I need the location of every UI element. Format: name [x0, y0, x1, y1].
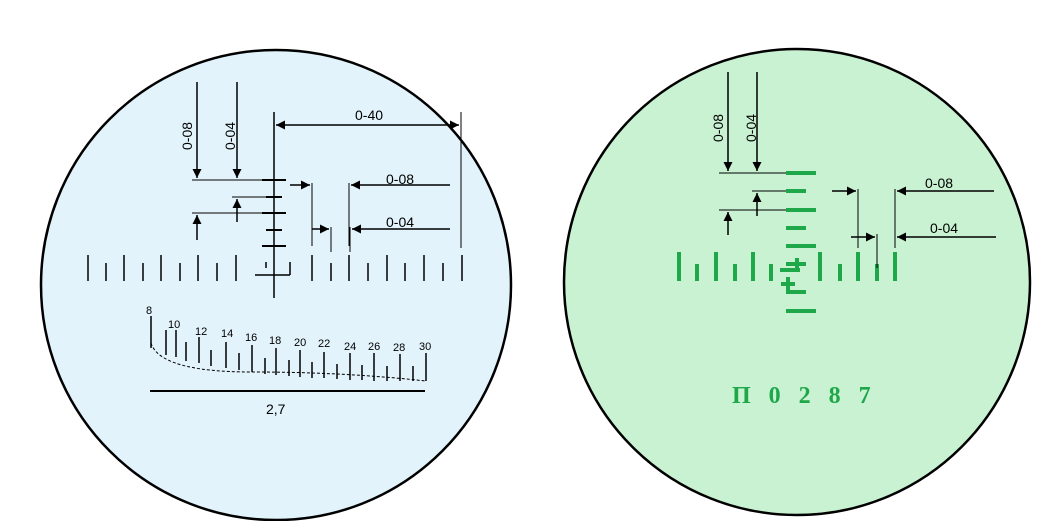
rangefinder-tick-label: 8	[146, 305, 152, 317]
right-horizontal-scale	[677, 252, 897, 281]
rangefinder-tick-label: 26	[368, 341, 380, 353]
rangefinder-tick-label: 20	[294, 337, 306, 349]
left-label-vert-b: 0-04	[222, 122, 238, 150]
left-label-vert-a: 0-08	[179, 122, 195, 150]
left-top-span	[276, 112, 462, 248]
right-aiming-mark	[780, 258, 800, 291]
left-label-low-span: 0-04	[386, 214, 414, 230]
left-label-top-span: 0-40	[355, 107, 383, 123]
left-vertical-stadia	[262, 179, 286, 247]
rangefinder-tick-labels: 8 10 12 14 16 18 20 22 24 26 28 30	[146, 305, 431, 354]
rangefinder-tick-label: 12	[195, 326, 207, 338]
rangefinder-tick-label: 24	[344, 341, 356, 353]
right-reticle-circle	[562, 47, 1032, 517]
rangefinder-tick-label: 18	[269, 335, 281, 347]
left-vertical-dimensions	[192, 82, 266, 240]
rangefinder-base-label: 2,7	[266, 401, 286, 417]
rangefinder-tick-label: 10	[168, 319, 180, 331]
right-vertical-dimensions	[719, 72, 786, 235]
left-label-mid-span: 0-08	[386, 171, 414, 187]
right-low-span	[851, 232, 996, 268]
right-label-mid-span: 0-08	[925, 175, 953, 191]
rangefinder-ticks	[150, 316, 427, 381]
rangefinder-tick-label: 28	[393, 342, 405, 354]
right-vertical-stadia	[786, 171, 816, 313]
rangefinder-tick-label: 16	[245, 332, 257, 344]
left-reticle: 0-08 0-04 0-40 0-08 0-04	[39, 48, 513, 521]
left-reticle-circle	[39, 48, 513, 521]
right-device-code: П 0 2 8 7	[732, 383, 877, 409]
rangefinder-tick-label: 30	[419, 341, 431, 353]
left-low-span	[312, 224, 450, 252]
left-mid-span	[290, 180, 450, 246]
left-horizontal-scale	[87, 255, 463, 281]
rangefinder-tick-label: 14	[221, 328, 233, 340]
right-label-vert-a: 0-08	[710, 114, 726, 142]
right-label-low-span: 0-04	[930, 220, 958, 236]
right-label-vert-b: 0-04	[743, 114, 759, 142]
right-reticle: 0-08 0-04 0-08 0-04 П 0 2 8 7	[562, 47, 1032, 517]
left-rangefinder: 8 10 12 14 16 18 20 22 24 26 28 30 2,7	[146, 305, 431, 417]
rangefinder-curve	[150, 342, 427, 382]
rangefinder-tick-label: 22	[318, 338, 330, 350]
left-aiming-mark	[255, 262, 291, 276]
